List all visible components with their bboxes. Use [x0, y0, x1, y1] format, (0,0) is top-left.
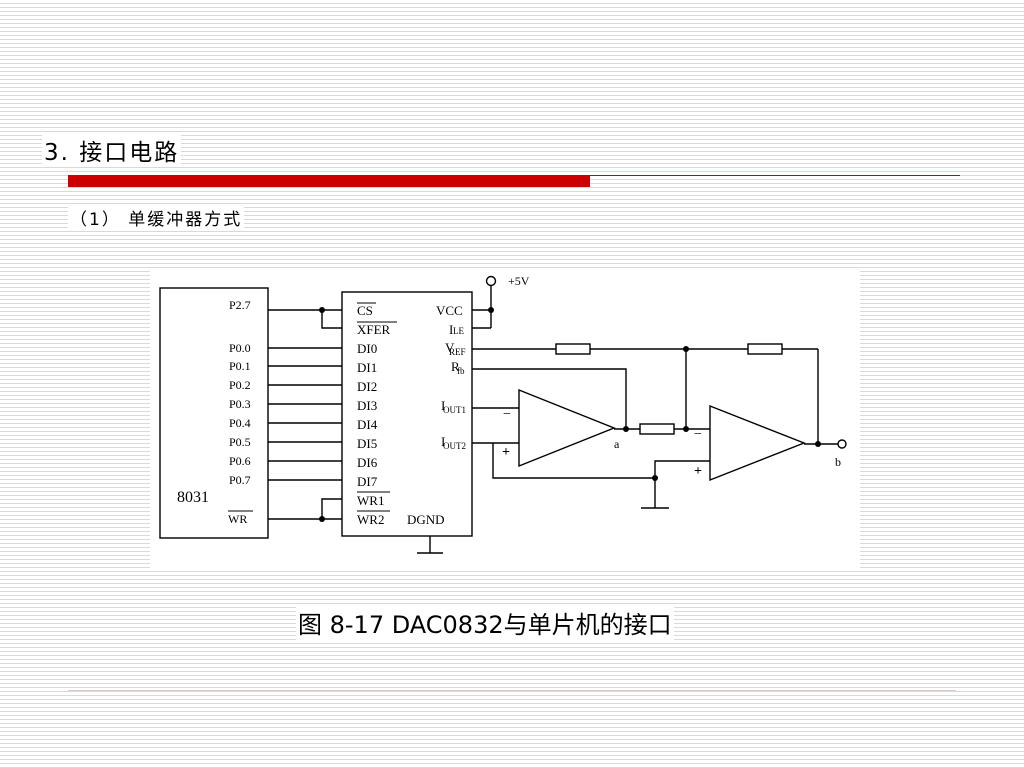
op-amp-1 [518, 388, 616, 468]
node-label-b: b [835, 455, 841, 469]
pin-label-p00: P0.0 [229, 341, 251, 355]
dac-pin-di2: DI2 [357, 379, 377, 394]
pin-label-wr: WR [228, 512, 247, 526]
junction-vref [683, 346, 689, 352]
figure-caption: 图 8-17 DAC0832与单片机的接口 [296, 605, 674, 640]
dac-pin-ile-sub: LE [453, 326, 464, 336]
dac-pin-di5: DI5 [357, 436, 377, 451]
title-underline-rule [590, 175, 960, 176]
title-underline-bar [68, 175, 590, 187]
dac-pin-wr1: WR1 [357, 493, 384, 508]
junction-ground [652, 475, 658, 481]
junction-wr [319, 516, 325, 522]
dac-pin-rfb: R [451, 359, 460, 374]
dac-pin-dgnd: DGND [407, 512, 445, 527]
subsection-heading: （1） 单缓冲器方式 [68, 205, 245, 230]
section-heading: 3. 接口电路 [42, 133, 182, 167]
wire-p27-xfer [321, 310, 342, 329]
pin-label-p05: P0.5 [229, 435, 251, 449]
junction-vcc [488, 307, 494, 313]
node-label-a: a [614, 437, 620, 451]
wire-wr-wr1 [321, 498, 342, 519]
dac-pin-vref: V [445, 340, 455, 355]
dac0832-block [341, 291, 473, 537]
wire-rfb [472, 368, 627, 429]
supply-terminal [485, 275, 497, 287]
supply-label: +5V [508, 274, 530, 288]
dac-pin-di3: DI3 [357, 398, 377, 413]
mcu-name: 8031 [177, 489, 209, 506]
output-terminal [837, 439, 847, 449]
dac-pin-vcc: VCC [436, 303, 463, 318]
dac-pin-iout2: I [441, 434, 445, 449]
junction-a [623, 426, 629, 432]
dac-pin-di4: DI4 [357, 417, 378, 432]
opamp1-minus-sign: − [503, 407, 511, 422]
junction-p27 [319, 307, 325, 313]
pin-label-p02: P0.2 [229, 378, 251, 392]
pin-label-p27: P2.7 [229, 298, 251, 312]
pin-label-p04: P0.4 [229, 416, 251, 430]
footer-rule [68, 690, 956, 691]
dac-pin-cs: CS [357, 303, 373, 318]
dac-pin-xfer: XFER [357, 322, 391, 337]
pin-label-p07: P0.7 [229, 473, 251, 487]
dac-pin-ile: I [449, 322, 453, 337]
dac-pin-iout1-sub: OUT1 [443, 405, 466, 415]
pin-label-p03: P0.3 [229, 397, 251, 411]
junction-interstage [683, 426, 689, 432]
pin-label-p01: P0.1 [229, 359, 251, 373]
opamp2-minus-sign: − [694, 427, 702, 442]
opamp1-plus-sign: + [502, 445, 510, 460]
wire-ground-rail [492, 443, 655, 479]
dac-pin-di0: DI0 [357, 341, 377, 356]
mcu-8031-block [159, 287, 269, 539]
dac-pin-rfb-sub: fb [457, 366, 465, 376]
dac-pin-di7: DI7 [357, 474, 378, 489]
dac-pin-di1: DI1 [357, 360, 377, 375]
wire-opamp2-plus-ground [654, 460, 710, 508]
junction-b [815, 441, 821, 447]
dac-pin-iout2-sub: OUT2 [443, 441, 466, 451]
opamp2-plus-sign: + [694, 464, 702, 479]
op-amp-2 [709, 404, 806, 482]
dac-pin-di6: DI6 [357, 455, 378, 470]
dac-pin-vref-sub: REF [449, 347, 466, 357]
pin-label-p06: P0.6 [229, 454, 251, 468]
dac-pin-wr2: WR2 [357, 512, 384, 527]
dac-pin-iout1: I [441, 398, 445, 413]
